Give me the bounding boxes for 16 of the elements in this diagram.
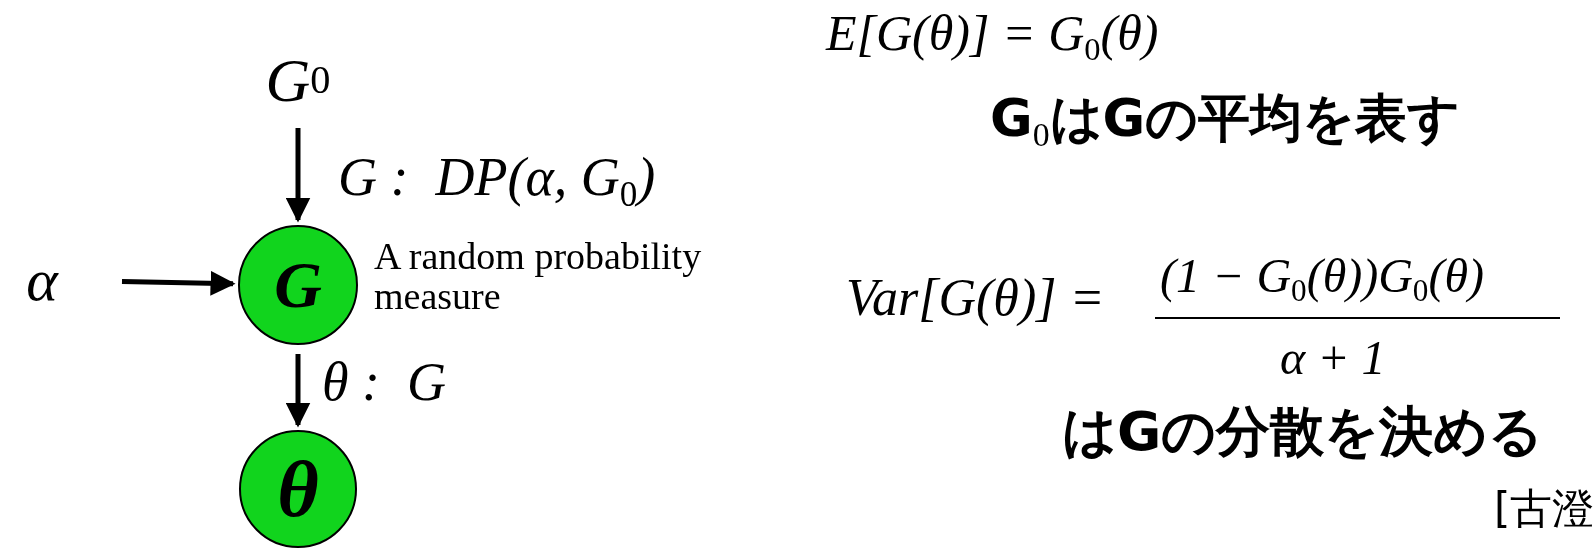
- formula: E[G(θ)] = G$_{0}$(θ): [826, 8, 1159, 66]
- node-caption: A random probability measure: [374, 237, 703, 317]
- circle-node: G: [238, 225, 358, 345]
- arrow: [121, 270, 236, 296]
- fraction-denominator: α + 1: [1280, 334, 1386, 382]
- formula-caption: はGの分散を決める: [1062, 405, 1544, 459]
- citation: [古澄: [1494, 488, 1594, 530]
- edge-label: G : DP(α, G$_{0}$): [338, 150, 656, 212]
- edge-label: θ : G: [322, 355, 446, 409]
- arrow: [285, 354, 311, 428]
- formula: Var[G(θ)] =: [846, 272, 1105, 324]
- arrow: [285, 128, 311, 223]
- node-label: α: [17, 250, 67, 310]
- fraction-numerator: (1 − G$_{0}$(θ))G$_{0}$(θ): [1160, 252, 1484, 307]
- formula-caption: G$_{0}$はGの平均を表す: [990, 92, 1461, 152]
- circle-node: θ: [239, 430, 357, 548]
